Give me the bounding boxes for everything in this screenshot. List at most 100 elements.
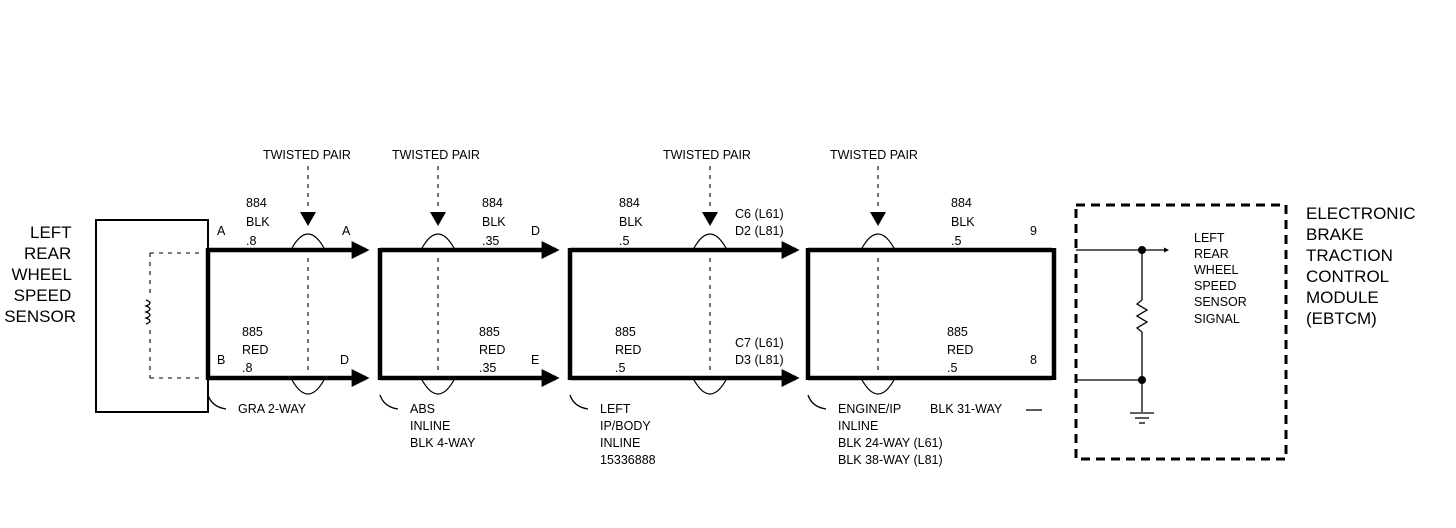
ground-icon <box>1130 412 1154 424</box>
circuit-line: BLK <box>951 215 975 229</box>
connector-line: ENGINE/IP <box>838 402 901 416</box>
sensor-label-line: REAR <box>24 244 71 263</box>
connector-leader-1 <box>207 394 227 410</box>
pin-label: A <box>342 224 351 238</box>
wire-segments <box>205 241 1057 387</box>
pin-label: B <box>217 353 225 367</box>
ebtcm-module <box>1074 203 1288 461</box>
twisted-pair-label-2: TWISTED PAIR <box>392 148 480 162</box>
twist-arrow-icon-4 <box>870 212 886 226</box>
pin-label: 8 <box>1030 353 1037 367</box>
pin-label-c3-bottom: C7 (L61) D3 (L81) <box>735 336 787 367</box>
connector-line: BLK 4-WAY <box>410 436 476 450</box>
circuit-line: .35 <box>482 234 499 248</box>
twist-loop-2 <box>421 233 455 395</box>
connector-line: INLINE <box>600 436 640 450</box>
pin-line: C6 (L61) <box>735 207 784 221</box>
pin-line: D3 (L81) <box>735 353 784 367</box>
circuit-label-top-4: 884 BLK .5 <box>951 196 978 248</box>
pin-label: D <box>340 353 349 367</box>
pin-line: D2 (L81) <box>735 224 784 238</box>
connector-line: 15336888 <box>600 453 656 467</box>
circuit-line: 884 <box>482 196 503 210</box>
sensor-label-line: LEFT <box>30 223 71 242</box>
circuit-line: RED <box>242 343 268 357</box>
circuit-line: .5 <box>615 361 625 375</box>
pin-label-c3-top: C6 (L61) D2 (L81) <box>735 207 787 238</box>
connector-label-5: BLK 31-WAY <box>930 402 1003 416</box>
twisted-pair-label-1: TWISTED PAIR <box>263 148 351 162</box>
module-label-line: TRACTION <box>1306 246 1393 265</box>
module-label: ELECTRONIC BRAKE TRACTION CONTROL MODULE… <box>1306 204 1420 328</box>
connector-label-3: LEFT IP/BODY INLINE 15336888 <box>600 402 656 467</box>
pin-label: D <box>531 224 540 238</box>
twist-arrow-icon-1 <box>300 212 316 226</box>
circuit-line: .5 <box>951 234 961 248</box>
resistor-icon <box>1135 299 1149 333</box>
twisted-pair-label-3: TWISTED PAIR <box>663 148 751 162</box>
signal-line: SENSOR <box>1194 295 1247 309</box>
twisted-pair-markers <box>291 166 895 395</box>
pin-label: 9 <box>1030 224 1037 238</box>
sensor-label: LEFT REAR WHEEL SPEED SENSOR <box>4 223 76 326</box>
connector-leader-3 <box>569 394 589 410</box>
connector-leader-2 <box>379 394 399 410</box>
connector-label-1: GRA 2-WAY <box>238 402 307 416</box>
circuit-label-top-3: 884 BLK .5 <box>619 196 646 248</box>
connector-line: LEFT <box>600 402 631 416</box>
circuit-line: 884 <box>951 196 972 210</box>
twisted-pair-label-4: TWISTED PAIR <box>830 148 918 162</box>
sensor-box <box>95 219 209 413</box>
circuit-label-top-2: 884 BLK .35 <box>482 196 509 248</box>
connector-label-2: ABS INLINE BLK 4-WAY <box>410 402 476 450</box>
circuit-line: .5 <box>619 234 629 248</box>
sensor-coil-icon <box>144 299 151 325</box>
pin-label: A <box>217 224 226 238</box>
connector-line: BLK 24-WAY (L61) <box>838 436 943 450</box>
circuit-label-bottom-1: 885 RED .8 <box>242 325 272 375</box>
circuit-line: RED <box>615 343 641 357</box>
circuit-line: BLK <box>246 215 270 229</box>
module-label-line: MODULE <box>1306 288 1379 307</box>
pin-label: E <box>531 353 539 367</box>
circuit-line: 884 <box>619 196 640 210</box>
connector-line: ABS <box>410 402 435 416</box>
circuit-label-bottom-4: 885 RED .5 <box>947 325 977 375</box>
connector-line: INLINE <box>838 419 878 433</box>
circuit-label-bottom-3: 885 RED .5 <box>615 325 645 375</box>
twist-arrow-icon-3 <box>702 212 718 226</box>
circuit-line: 885 <box>479 325 500 339</box>
circuit-label-bottom-2: 885 RED .35 <box>479 325 509 375</box>
circuit-line: RED <box>479 343 505 357</box>
pin-line: C7 (L61) <box>735 336 784 350</box>
connector-line: INLINE <box>410 419 450 433</box>
connector-line: IP/BODY <box>600 419 651 433</box>
circuit-line: .5 <box>947 361 957 375</box>
twist-loop-3 <box>693 233 727 395</box>
connector-leaders <box>207 394 1042 411</box>
circuit-label-top-1: 884 BLK .8 <box>246 196 273 248</box>
connector-line: BLK 38-WAY (L81) <box>838 453 943 467</box>
circuit-line: .8 <box>242 361 252 375</box>
module-signal-label: LEFT REAR WHEEL SPEED SENSOR SIGNAL <box>1194 231 1250 326</box>
connector-label-4: ENGINE/IP INLINE BLK 24-WAY (L61) BLK 38… <box>838 402 946 467</box>
module-label-line: BRAKE <box>1306 225 1364 244</box>
connector-leader-4 <box>807 394 827 410</box>
circuit-line: .35 <box>479 361 496 375</box>
circuit-line: RED <box>947 343 973 357</box>
module-box <box>1074 203 1288 461</box>
circuit-line: 885 <box>242 325 263 339</box>
signal-line: SPEED <box>1194 279 1236 293</box>
signal-line: REAR <box>1194 247 1229 261</box>
circuit-line: 884 <box>246 196 267 210</box>
circuit-line: 885 <box>615 325 636 339</box>
twist-loop-1 <box>291 233 325 395</box>
twist-loop-4 <box>861 233 895 395</box>
sensor-label-line: SPEED <box>14 286 72 305</box>
circuit-line: .8 <box>246 234 256 248</box>
twist-arrow-icon-2 <box>430 212 446 226</box>
circuit-line: BLK <box>619 215 643 229</box>
module-label-line: CONTROL <box>1306 267 1389 286</box>
signal-line: WHEEL <box>1194 263 1239 277</box>
module-label-line: (EBTCM) <box>1306 309 1377 328</box>
